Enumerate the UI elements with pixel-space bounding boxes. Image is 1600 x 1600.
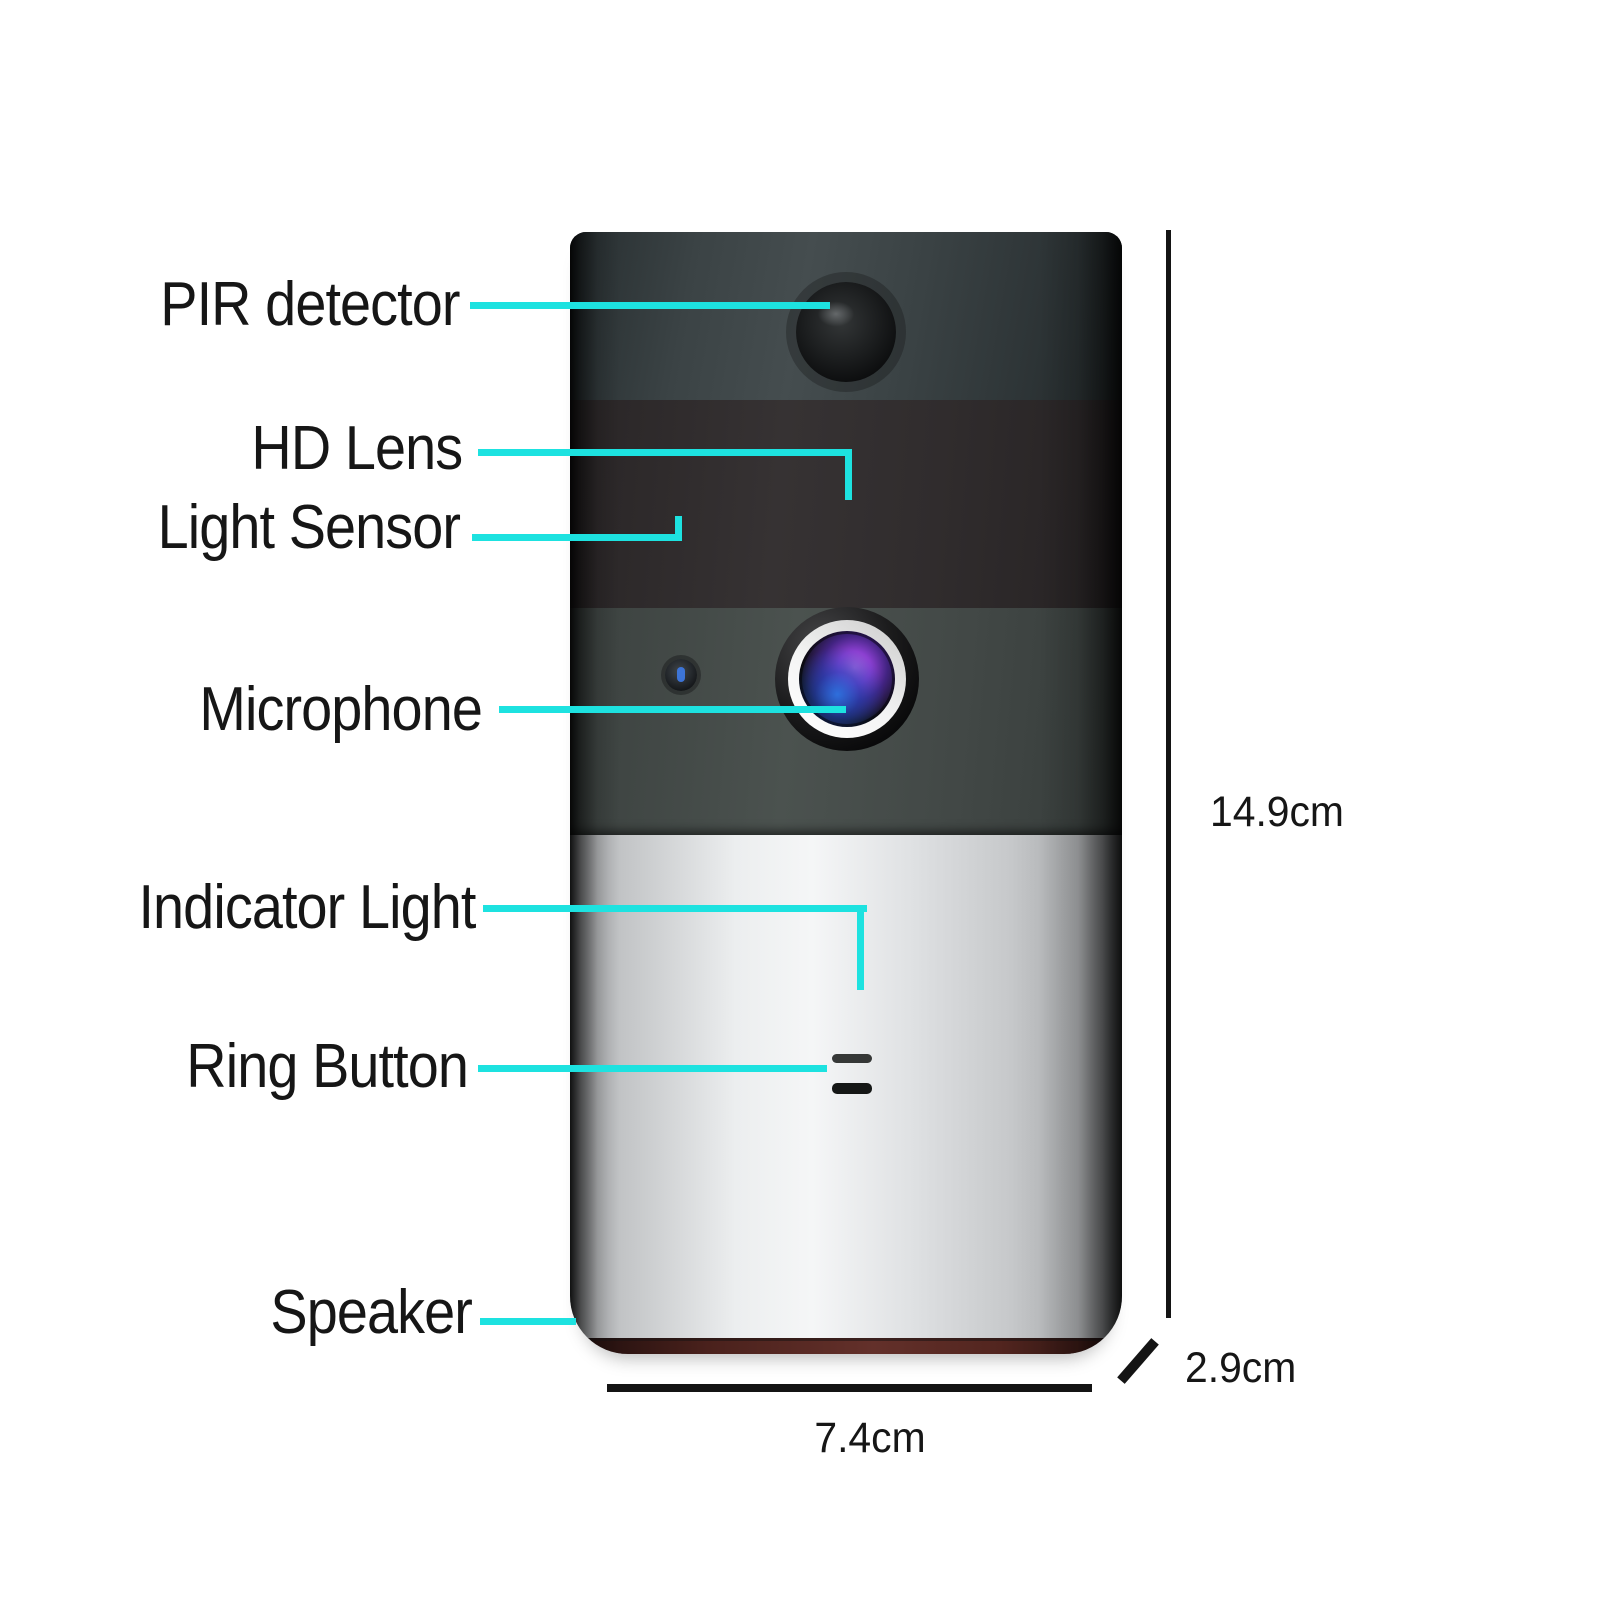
label-light-sensor: Light Sensor [157, 493, 460, 562]
camera-band [570, 400, 1122, 751]
height-dimension-line [1166, 230, 1171, 1318]
depth-dimension-tick [1117, 1338, 1159, 1384]
leader-ring-button [478, 1065, 827, 1072]
leader-hd-lens-drop [845, 449, 852, 500]
leader-indicator-light [483, 905, 867, 912]
depth-dimension-value: 2.9cm [1185, 1344, 1297, 1392]
device-top-section [570, 232, 1122, 400]
device-bottom-rim [570, 1338, 1122, 1354]
label-microphone: Microphone [199, 675, 482, 744]
label-hd-lens: HD Lens [251, 414, 463, 483]
label-speaker: Speaker [270, 1278, 472, 1347]
leader-speaker [480, 1318, 576, 1325]
microphone-slot [832, 1083, 872, 1094]
label-indicator-light: Indicator Light [137, 873, 476, 942]
leader-microphone [499, 706, 846, 713]
leader-light-sensor [472, 534, 682, 541]
light-sensor [665, 659, 697, 691]
leader-indicator-light-drop [857, 905, 864, 990]
hd-lens [775, 607, 919, 751]
leader-light-sensor-riser [675, 516, 682, 538]
leader-pir-detector [470, 302, 830, 309]
doorbell-device [570, 232, 1122, 1354]
label-ring-button: Ring Button [186, 1032, 469, 1101]
silver-faceplate-speaker-section [570, 835, 1122, 1354]
height-dimension-value: 14.9cm [1210, 788, 1344, 836]
width-dimension-line [607, 1384, 1092, 1392]
width-dimension-value: 7.4cm [814, 1414, 926, 1462]
microphone-slot [832, 1054, 872, 1063]
pir-detector-dome [796, 282, 896, 382]
hd-lens-white-ring [788, 620, 906, 738]
leader-hd-lens [478, 449, 852, 456]
label-pir-detector: PIR detector [160, 270, 461, 339]
